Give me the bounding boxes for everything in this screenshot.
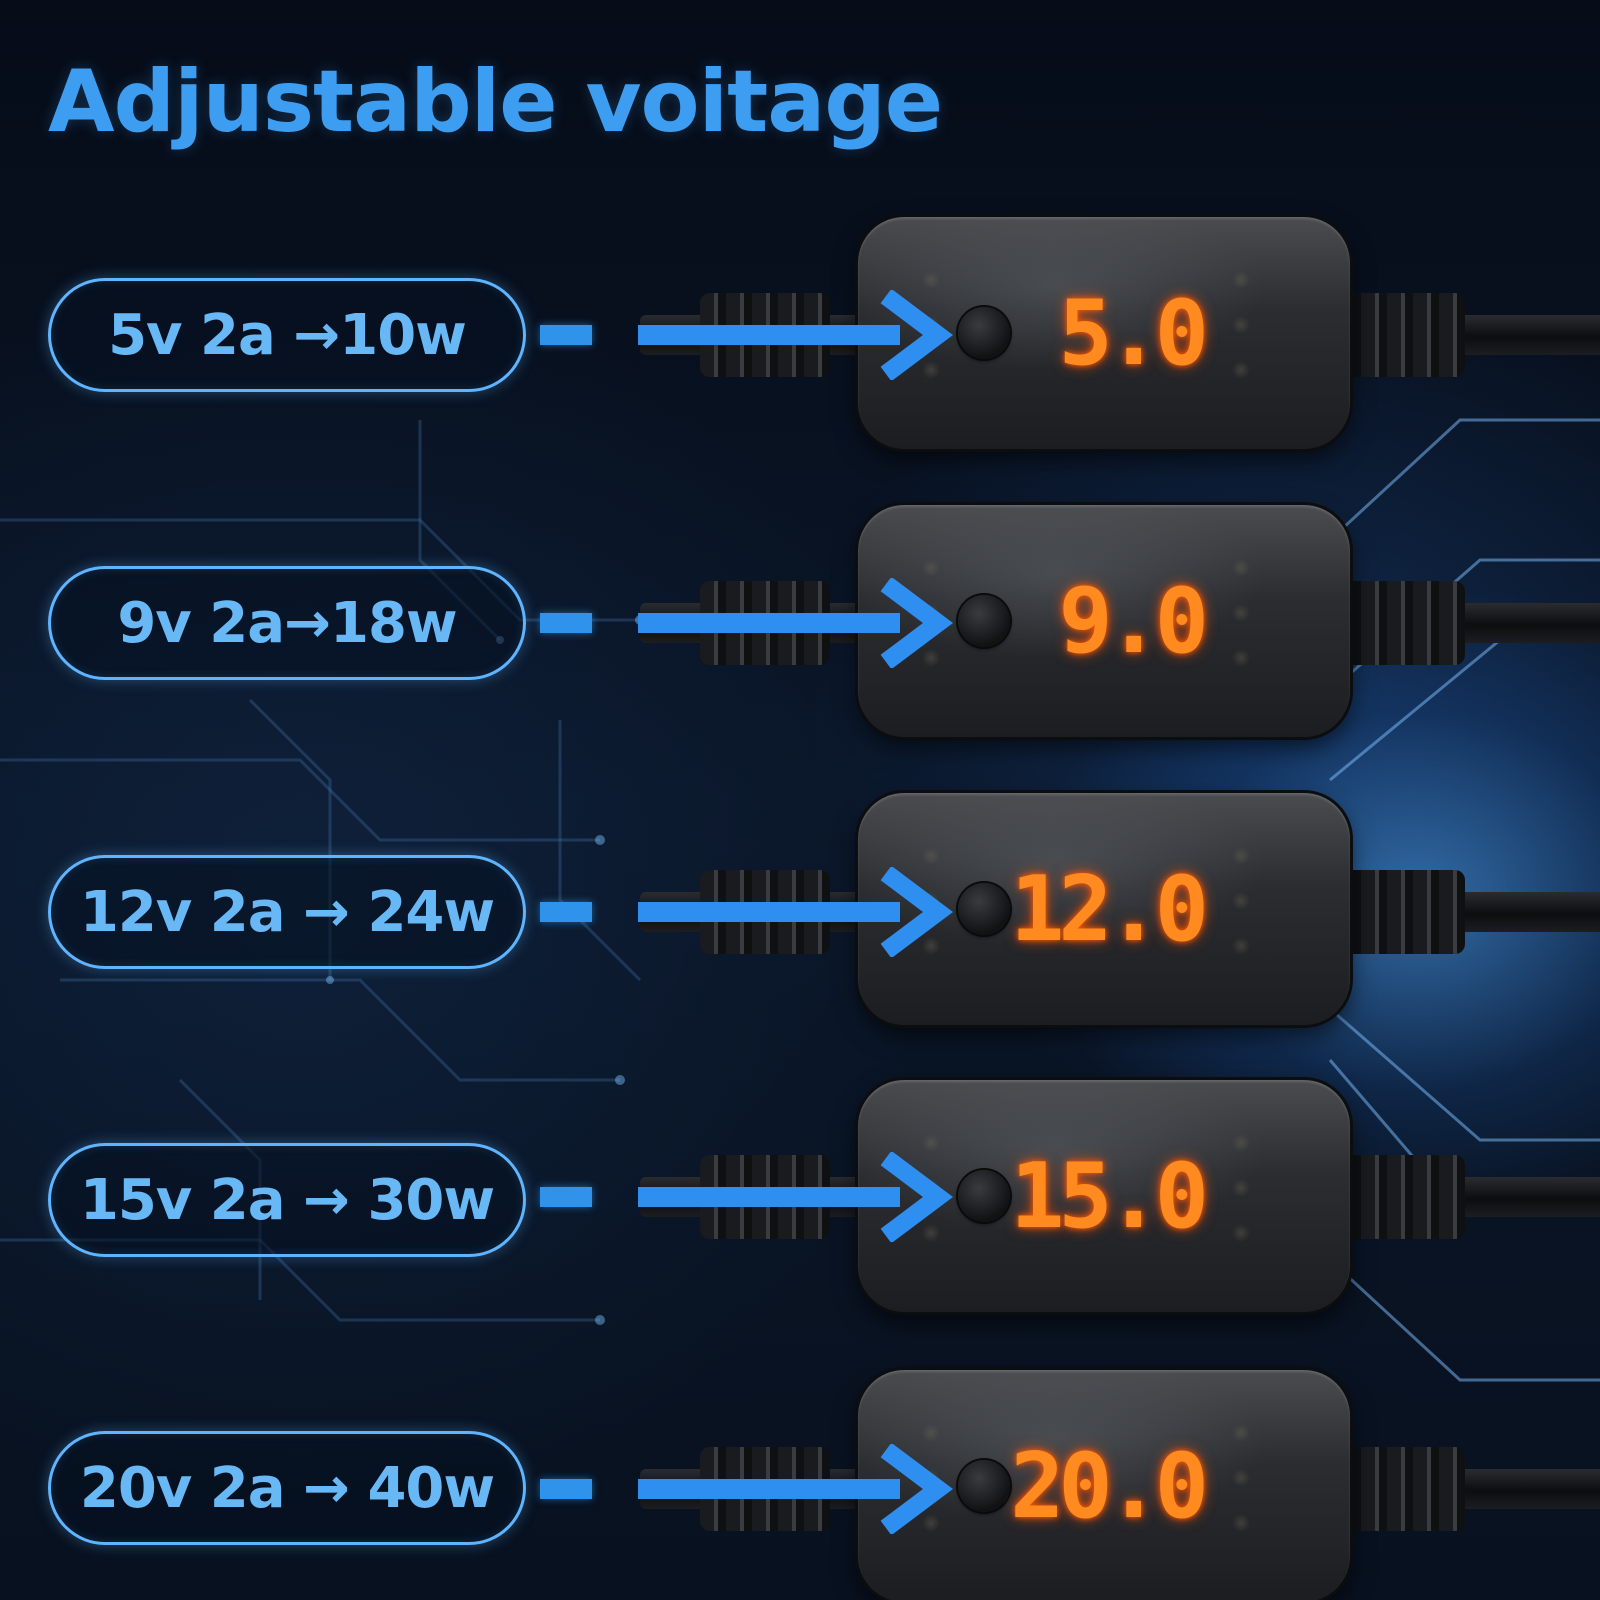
led-dots	[1228, 555, 1254, 685]
arrow-right-icon	[638, 867, 953, 957]
voltage-spec-pill: 9v 2a→18w	[48, 566, 526, 680]
voltage-spec-label: 20v 2a → 40w	[79, 1455, 495, 1521]
voltage-display: 5.0	[1058, 280, 1209, 386]
strain-relief-right	[1335, 1155, 1465, 1239]
arrow-right-icon	[638, 578, 953, 668]
buck-converter-module: 12.0	[858, 793, 1350, 1025]
arrow-right-icon	[638, 290, 953, 380]
voltage-display: 20.0	[1010, 1433, 1209, 1539]
led-dots	[1228, 1420, 1254, 1550]
voltage-spec-pill: 5v 2a →10w	[48, 278, 526, 392]
connector-dash	[540, 902, 592, 922]
output-cable	[1440, 315, 1600, 355]
voltage-display: 9.0	[1058, 568, 1209, 674]
voltage-display: 15.0	[1010, 1143, 1209, 1249]
output-cable	[1440, 1177, 1600, 1217]
strain-relief-right	[1335, 581, 1465, 665]
voltage-row-15v: 15v 2a → 30w 15.0	[0, 1070, 1600, 1320]
voltage-display: 12.0	[1010, 856, 1209, 962]
strain-relief-right	[1335, 293, 1465, 377]
power-button-icon	[958, 1460, 1010, 1512]
page-title: Adjustable voitage	[48, 52, 943, 152]
voltage-spec-pill: 20v 2a → 40w	[48, 1431, 526, 1545]
connector-dash	[540, 1479, 592, 1499]
led-dots	[1228, 267, 1254, 397]
arrow-right-icon	[638, 1152, 953, 1242]
voltage-spec-label: 12v 2a → 24w	[79, 879, 495, 945]
power-button-icon	[958, 883, 1010, 935]
led-dots	[1228, 1130, 1254, 1260]
voltage-spec-label: 9v 2a→18w	[117, 590, 457, 656]
led-dots	[1228, 843, 1254, 973]
output-cable	[1440, 892, 1600, 932]
connector-dash	[540, 1187, 592, 1207]
buck-converter-module: 15.0	[858, 1080, 1350, 1312]
power-button-icon	[958, 1170, 1010, 1222]
voltage-row-12v: 12v 2a → 24w 12.0	[0, 785, 1600, 1035]
arrow-right-icon	[638, 1444, 953, 1534]
output-cable	[1440, 603, 1600, 643]
connector-dash	[540, 325, 592, 345]
voltage-row-20v: 20v 2a → 40w 20.0	[0, 1355, 1600, 1600]
voltage-spec-pill: 15v 2a → 30w	[48, 1143, 526, 1257]
voltage-row-5v: 5v 2a →10w 5.0	[0, 215, 1600, 465]
voltage-spec-label: 15v 2a → 30w	[79, 1167, 495, 1233]
strain-relief-right	[1335, 1447, 1465, 1531]
voltage-row-9v: 9v 2a→18w 9.0	[0, 500, 1600, 750]
strain-relief-right	[1335, 870, 1465, 954]
power-button-icon	[958, 307, 1010, 359]
voltage-spec-pill: 12v 2a → 24w	[48, 855, 526, 969]
voltage-spec-label: 5v 2a →10w	[108, 302, 467, 368]
power-button-icon	[958, 595, 1010, 647]
output-cable	[1440, 1469, 1600, 1509]
connector-dash	[540, 613, 592, 633]
